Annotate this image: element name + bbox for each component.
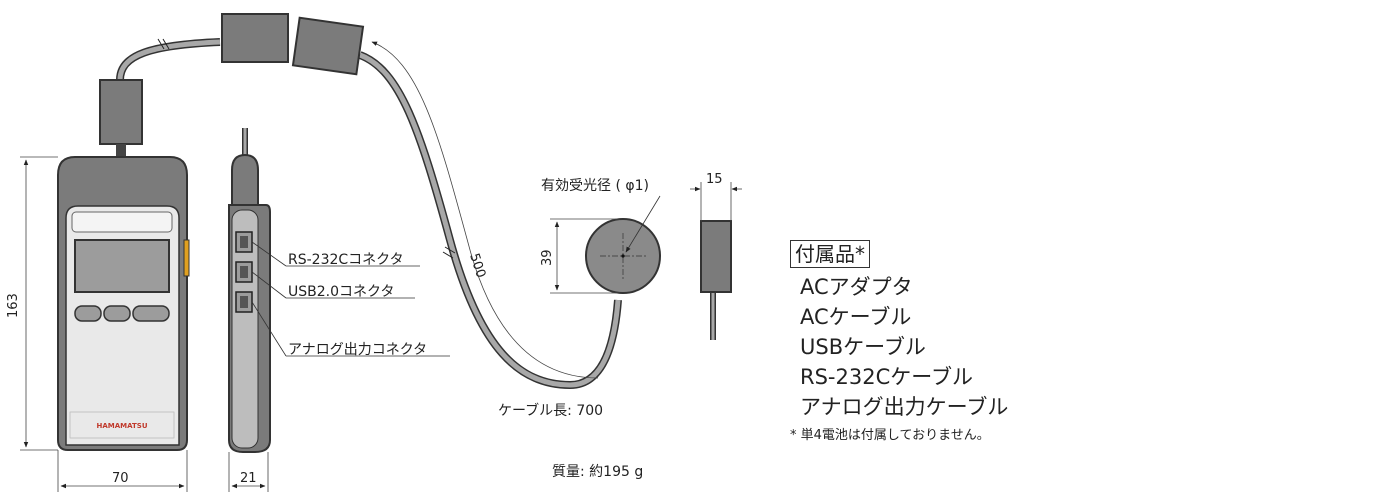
accessory-item: ACアダプタ [800, 275, 913, 299]
sensor-diameter-value: 39 [540, 249, 555, 266]
accessories-panel: 付属品* ACアダプタ ACケーブル USBケーブル RS-232Cケーブル ア… [790, 240, 1120, 443]
usb-connector-label: USB2.0コネクタ [288, 284, 394, 300]
side-switch [183, 239, 190, 277]
accessory-item: アナログ出力ケーブル [800, 395, 1009, 419]
meter-button-2 [103, 305, 131, 322]
main-cable [116, 38, 622, 390]
cable-dimension-value: 500 [466, 252, 488, 280]
cable-dimension-line [371, 41, 599, 379]
cable-connector-right [291, 16, 365, 76]
meter-display [74, 239, 170, 293]
weight-label: 質量: 約195 g [552, 464, 644, 480]
depth-dimension-value: 21 [240, 471, 257, 486]
brand-logo: HAMAMATSU [97, 422, 148, 430]
sensor-head-side [700, 220, 732, 340]
accessories-list: ACアダプタ ACケーブル USBケーブル RS-232Cケーブル アナログ出力… [800, 272, 1120, 422]
cable-connector-left [221, 13, 289, 63]
accessory-item: ACケーブル [800, 305, 912, 329]
meter-button-1 [74, 305, 102, 322]
sensor-thickness-value: 15 [706, 172, 723, 187]
meter-front-view: HAMAMATSU [57, 79, 190, 451]
aperture-label: 有効受光径 ( φ1) [541, 178, 649, 194]
rs232c-connector-label: RS-232Cコネクタ [288, 252, 404, 268]
accessory-item: RS-232Cケーブル [800, 365, 973, 389]
accessory-item: USBケーブル [800, 335, 926, 359]
sensor-head-front [585, 218, 661, 294]
meter-side-view [228, 128, 271, 453]
accessories-title: 付属品* [790, 240, 870, 268]
meter-button-3 [132, 305, 170, 322]
cable-length-label: ケーブル長: 700 [498, 402, 603, 419]
aperture-leader [625, 195, 661, 253]
width-dimension-value: 70 [112, 471, 129, 486]
height-dimension-value: 163 [6, 293, 21, 318]
analog-connector-label: アナログ出力コネクタ [288, 342, 427, 358]
accessories-note: * 単4電池は付属しておりません。 [790, 428, 990, 443]
